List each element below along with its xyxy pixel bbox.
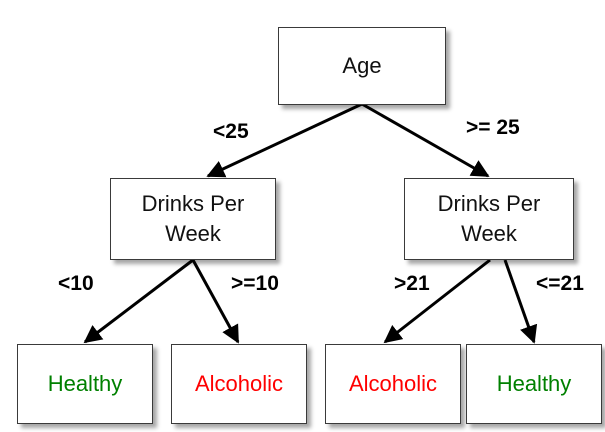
edge-label-root-right: >= 25	[466, 116, 520, 139]
leaf-label-4: Healthy	[496, 371, 572, 397]
edge-label-left-left: <10	[58, 272, 94, 295]
leaf-node-3: Alcoholic	[325, 344, 461, 424]
internal-node-right: Drinks Per Week	[404, 178, 574, 260]
internal-node-right-line2: Week	[461, 221, 517, 246]
edge-root-right	[361, 102, 490, 178]
leaf-label-3: Alcoholic	[348, 371, 438, 397]
leaf-node-4: Healthy	[466, 344, 602, 424]
leaf-node-2: Alcoholic	[171, 344, 307, 424]
edge-left-right	[191, 259, 240, 344]
edge-root-left	[206, 102, 363, 178]
internal-node-right-line1: Drinks Per	[437, 191, 541, 217]
leaf-node-1: Healthy	[17, 344, 153, 424]
edge-label-root-left: <25	[213, 120, 249, 143]
edge-label-left-right: >=10	[231, 272, 279, 295]
internal-node-left: Drinks Per Week	[110, 178, 276, 260]
root-node-age: Age	[278, 27, 446, 105]
internal-node-left-line1: Drinks Per	[141, 191, 245, 217]
edge-label-right-left: >21	[394, 272, 430, 295]
leaf-label-2: Alcoholic	[194, 371, 284, 397]
leaf-label-1: Healthy	[47, 371, 123, 397]
edge-left-left	[83, 258, 194, 344]
edge-right-left	[383, 258, 491, 344]
internal-node-left-line2: Week	[165, 221, 221, 246]
edge-right-right	[503, 259, 538, 344]
root-node-label: Age	[342, 53, 382, 79]
edge-label-right-right: <=21	[536, 272, 584, 295]
